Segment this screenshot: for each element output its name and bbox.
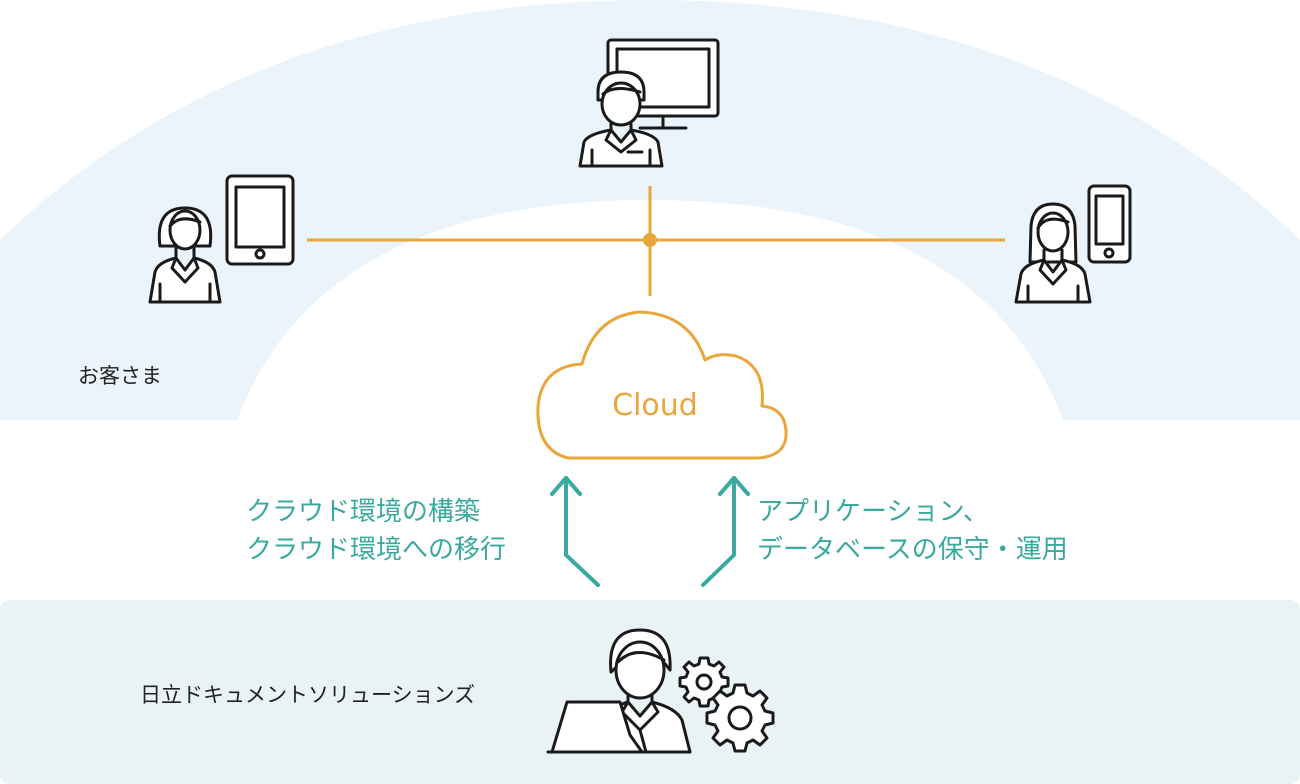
build-migrate-text: クラウド環境の構築 クラウド環境への移行: [246, 493, 506, 569]
company-label: 日立ドキュメントソリューションズ: [140, 683, 476, 707]
customer-area: [0, 0, 1300, 420]
db-maintenance-line: データベースの保守・運用: [757, 535, 1068, 565]
user-male-desktop-icon: [578, 38, 720, 168]
migrate-cloud-line: クラウド環境への移行: [246, 535, 507, 565]
user-female-tablet-icon: [148, 174, 295, 304]
cloud-label: Cloud: [612, 388, 698, 423]
app-line: アプリケーション、: [757, 497, 989, 527]
engineer-laptop-icon: [546, 628, 692, 754]
maintenance-text: アプリケーション、 データベースの保守・運用: [757, 493, 1068, 569]
customers-label: お客さま: [78, 364, 162, 388]
cloud-icon: [536, 310, 788, 460]
user-female-smartphone-icon: [1014, 184, 1132, 304]
upload-arrow-right: [701, 476, 750, 587]
gear-icon: [678, 656, 775, 753]
upload-arrow-left: [550, 476, 600, 587]
build-cloud-line: クラウド環境の構築: [246, 497, 481, 527]
network-hub: [643, 233, 657, 247]
